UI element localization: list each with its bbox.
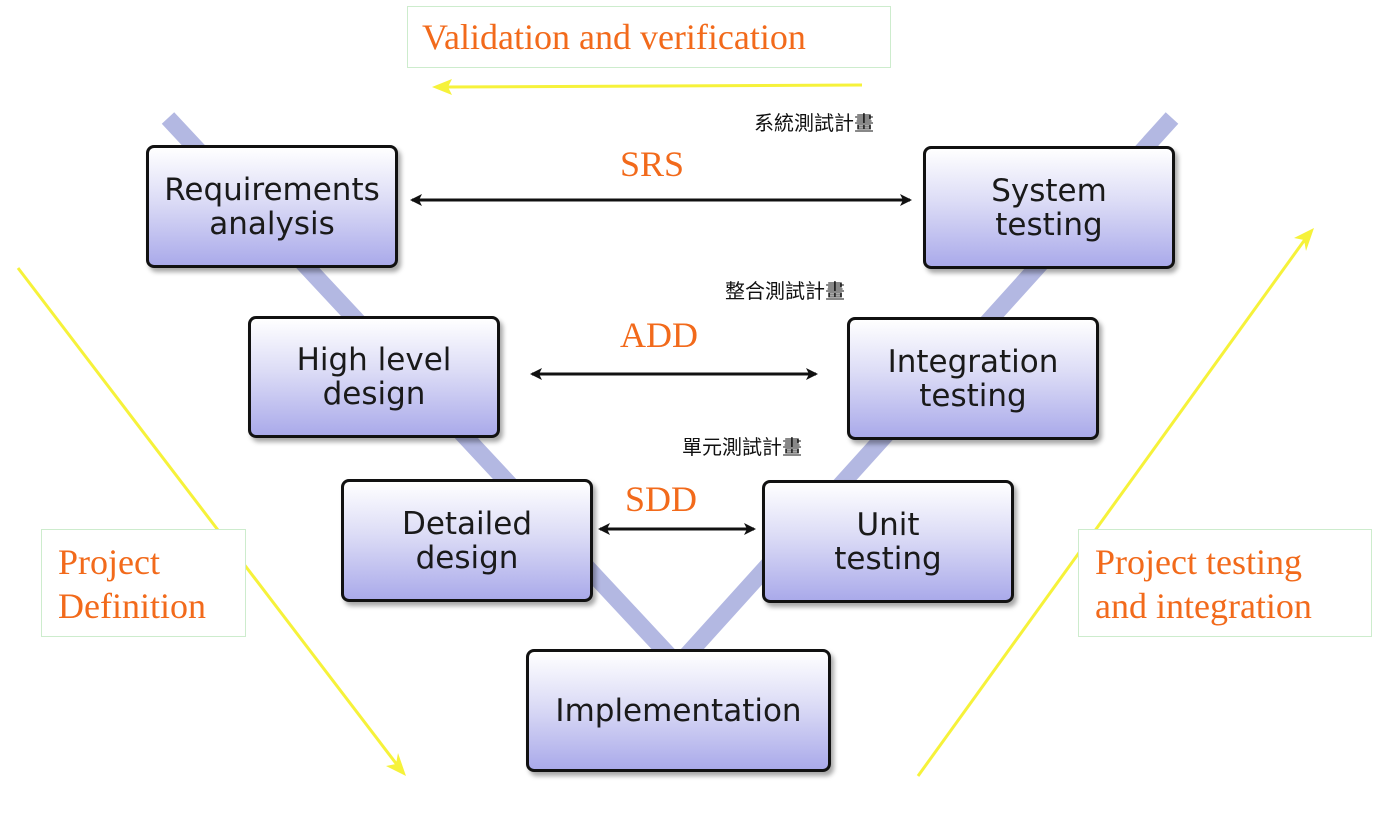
integration-arrow <box>916 228 1314 777</box>
sdd-label: SDD <box>625 479 698 519</box>
requirements-analysis-box: Requirements analysis <box>146 145 398 268</box>
validation-verification-label: Validation and verification <box>407 6 891 68</box>
system-test-plan-label: 系統測試計畫 <box>754 111 874 135</box>
add-label: ADD <box>620 315 698 355</box>
system-testing-box: System testing <box>923 146 1175 269</box>
validation-arrow <box>432 79 863 95</box>
project-testing-integration-label: Project testing and integration <box>1078 529 1372 637</box>
integration-testing-box: Integration testing <box>847 317 1099 440</box>
high-level-design-box: High level design <box>248 316 500 438</box>
srs-label: SRS <box>620 144 685 184</box>
detailed-design-box: Detailed design <box>341 479 593 602</box>
unit-test-plan-label: 單元測試計畫 <box>682 435 802 459</box>
unit-testing-box: Unit testing <box>762 480 1014 603</box>
implementation-box: Implementation <box>526 649 831 772</box>
definition-arrow <box>16 267 406 776</box>
integration-test-plan-label: 整合測試計畫 <box>725 279 845 303</box>
project-definition-label: Project Definition <box>41 529 246 637</box>
